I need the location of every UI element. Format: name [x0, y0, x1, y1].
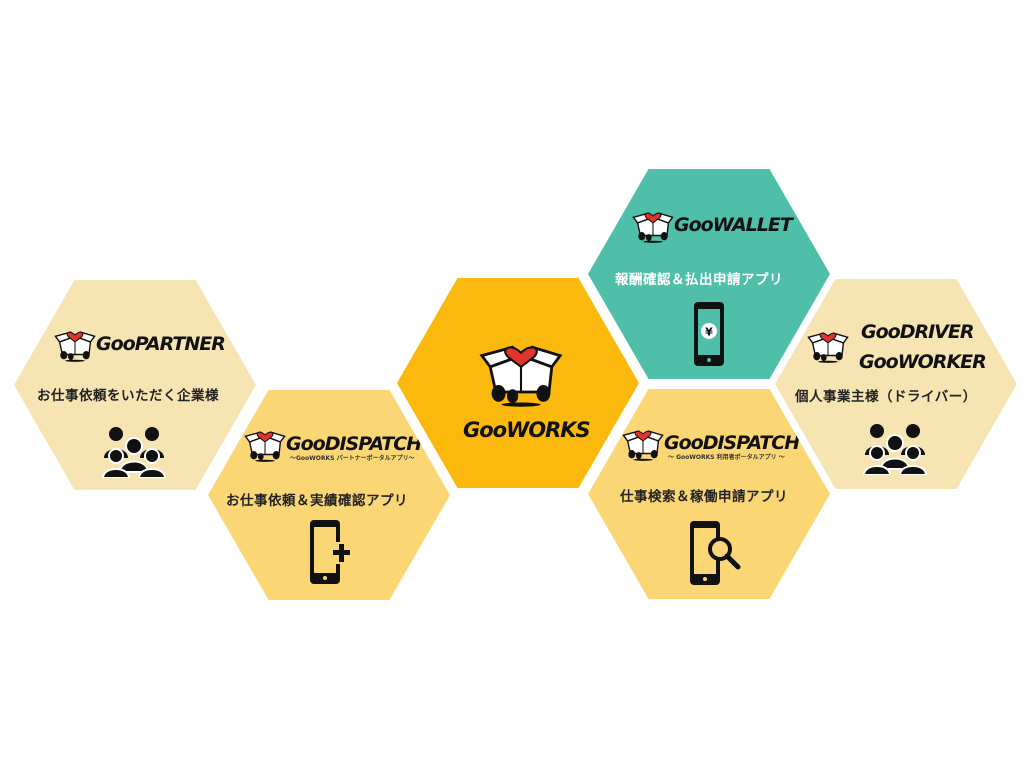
- mascot-icon: [807, 327, 849, 363]
- group-icon: [102, 422, 166, 478]
- dispatch-worker-brand: GooDISPATCH: [664, 432, 800, 454]
- partner-brand: GooPARTNER: [96, 333, 226, 355]
- wallet-brand: GooWALLET: [674, 214, 793, 236]
- dispatch-worker-subtitle: 〜 GooWORKS 利用者ポータルアプリ 〜: [668, 454, 785, 461]
- mascot-icon: [54, 326, 96, 362]
- group-icon: [863, 419, 927, 475]
- center-hexagon: GooWORKS: [397, 278, 639, 488]
- phone-search-icon: [690, 521, 741, 585]
- mascot-icon: [479, 328, 563, 414]
- partner-description: お仕事依頼をいただく企業様: [37, 388, 219, 404]
- mascot-icon: [244, 426, 286, 462]
- dispatch-worker-hexagon: GooDISPATCH 〜 GooWORKS 利用者ポータルアプリ 〜 仕事検索…: [588, 389, 830, 599]
- driver-logo: [807, 327, 849, 363]
- phone-yen-icon: ¥: [694, 302, 724, 366]
- dispatch-worker-logo: GooDISPATCH: [622, 425, 800, 461]
- partner-hexagon: GooPARTNER お仕事依頼をいただく企業様: [14, 280, 256, 490]
- wallet-hexagon: GooWALLET 報酬確認＆払出申請アプリ ¥: [588, 169, 830, 379]
- dispatch-worker-description: 仕事検索＆稼働申請アプリ: [620, 489, 788, 505]
- svg-text:¥: ¥: [705, 326, 713, 339]
- phone-plus-icon: [310, 520, 352, 584]
- partner-logo: GooPARTNER: [54, 326, 226, 362]
- dispatch-partner-subtitle: 〜GooWORKS パートナーポータルアプリ〜: [290, 455, 415, 462]
- driver-description: 個人事業主様（ドライバー）: [795, 389, 977, 405]
- dispatch-partner-logo: GooDISPATCH: [244, 426, 422, 462]
- driver-brand: GooDRIVER: [861, 321, 974, 343]
- wallet-logo: GooWALLET: [632, 207, 793, 243]
- center-brand: GooWORKS: [463, 418, 591, 442]
- wallet-description: 報酬確認＆払出申請アプリ: [615, 272, 783, 288]
- dispatch-partner-hexagon: GooDISPATCH 〜GooWORKS パートナーポータルアプリ〜 お仕事依…: [208, 390, 450, 600]
- dispatch-partner-description: お仕事依頼＆実績確認アプリ: [226, 493, 408, 509]
- dispatch-partner-brand: GooDISPATCH: [286, 433, 422, 455]
- mascot-icon: [622, 425, 664, 461]
- driver-hexagon: GooDRIVER GooWORKER 個人事業主様（ドライバー）: [775, 279, 1017, 489]
- mascot-icon: [632, 207, 674, 243]
- worker-brand: GooWORKER: [859, 351, 987, 373]
